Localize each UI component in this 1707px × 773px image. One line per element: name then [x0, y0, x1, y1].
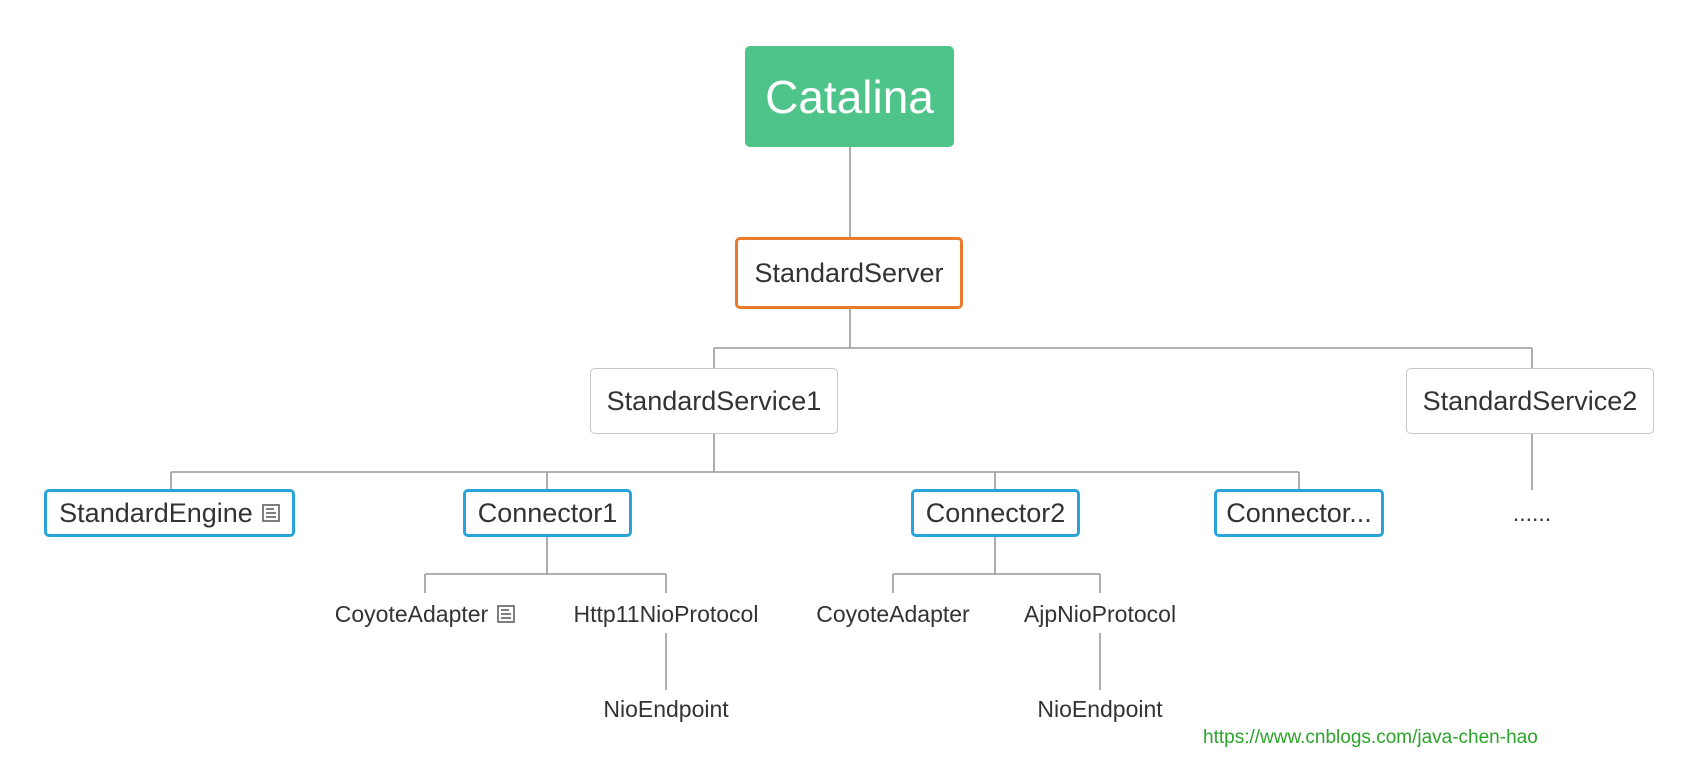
- note-icon: [262, 504, 280, 522]
- c1-coyote-adapter-label: CoyoteAdapter: [334, 600, 489, 627]
- c2-protocol-node[interactable]: AjpNioProtocol: [1008, 596, 1192, 632]
- c1-protocol-label: Http11NioProtocol: [573, 600, 759, 627]
- standard-server-label: StandardServer: [754, 257, 944, 288]
- service2-more-label: ......: [1512, 499, 1552, 526]
- catalina-node[interactable]: Catalina: [745, 46, 954, 147]
- edge-connector1-children: [424, 537, 667, 593]
- connector-more-node[interactable]: Connector...: [1214, 489, 1384, 537]
- connector1-label: Connector1: [477, 497, 618, 528]
- standard-service1-label: StandardService1: [606, 385, 822, 416]
- service2-more-node: ......: [1492, 498, 1572, 528]
- standard-server-node[interactable]: StandardServer: [735, 237, 963, 309]
- c2-endpoint-node[interactable]: NioEndpoint: [1020, 692, 1180, 726]
- note-icon: [497, 605, 515, 623]
- standard-service1-node[interactable]: StandardService1: [590, 368, 838, 434]
- c2-coyote-adapter-node[interactable]: CoyoteAdapter: [798, 596, 988, 632]
- standard-service2-node[interactable]: StandardService2: [1406, 368, 1654, 434]
- c1-endpoint-node[interactable]: NioEndpoint: [586, 692, 746, 726]
- edge-server-services: [713, 309, 1533, 368]
- c2-protocol-label: AjpNioProtocol: [1023, 600, 1177, 627]
- edge-service1-children: [170, 434, 1300, 489]
- connector2-node[interactable]: Connector2: [911, 489, 1080, 537]
- c2-endpoint-label: NioEndpoint: [1037, 695, 1163, 722]
- standard-engine-label: StandardEngine: [59, 497, 253, 528]
- c1-endpoint-label: NioEndpoint: [603, 695, 729, 722]
- connector-more-label: Connector...: [1226, 497, 1372, 528]
- standard-engine-node[interactable]: StandardEngine: [44, 489, 295, 537]
- c1-protocol-node[interactable]: Http11NioProtocol: [556, 596, 776, 632]
- standard-service2-label: StandardService2: [1422, 385, 1638, 416]
- watermark-url: https://www.cnblogs.com/java-chen-hao: [1203, 727, 1538, 748]
- edge-connector2-children: [892, 537, 1101, 593]
- connector2-label: Connector2: [925, 497, 1066, 528]
- catalina-label: Catalina: [765, 70, 934, 123]
- connector1-node[interactable]: Connector1: [463, 489, 632, 537]
- c1-coyote-adapter-node[interactable]: CoyoteAdapter: [320, 596, 530, 632]
- c2-coyote-adapter-label: CoyoteAdapter: [816, 600, 970, 627]
